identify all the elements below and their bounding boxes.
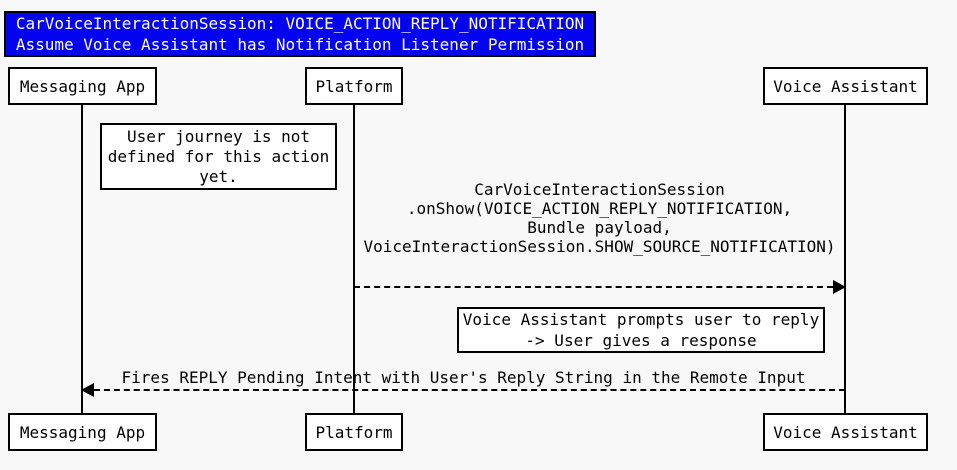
actor-bottom-messaging-app: Messaging App: [8, 413, 157, 451]
message-line: CarVoiceInteractionSession: [474, 180, 725, 199]
actor-label: Voice Assistant: [773, 76, 918, 96]
actor-label: Messaging App: [19, 422, 146, 442]
message-line: Bundle payload,: [527, 218, 672, 237]
note-line: User journey is not: [126, 126, 311, 146]
message-fires-reply-label: Fires REPLY Pending Intent with User's R…: [82, 368, 845, 387]
note-line: Voice Assistant prompts user to reply: [462, 310, 820, 329]
diagram-title-line-2: Assume Voice Assistant has Notification …: [15, 35, 585, 54]
note-line: yet.: [199, 166, 238, 186]
diagram-title-line-1: CarVoiceInteractionSession: VOICE_ACTION…: [15, 14, 585, 33]
actor-top-platform: Platform: [305, 67, 403, 105]
actor-top-voice-assistant: Voice Assistant: [763, 67, 928, 105]
note-line: -> User gives a response: [525, 331, 757, 350]
lifeline-platform: [353, 105, 355, 413]
actor-top-messaging-app: Messaging App: [8, 67, 157, 105]
actor-label: Platform: [315, 76, 393, 96]
message-line: VoiceInteractionSession.SHOW_SOURCE_NOTI…: [363, 237, 836, 256]
actor-label: Platform: [315, 422, 393, 442]
lifeline-voice-assistant: [844, 105, 846, 413]
message-line: Fires REPLY Pending Intent with User's R…: [121, 368, 806, 387]
message-line: .onShow(VOICE_ACTION_REPLY_NOTIFICATION,: [406, 199, 793, 218]
actor-bottom-platform: Platform: [305, 413, 403, 451]
lifeline-messaging-app: [81, 105, 83, 413]
message-onshow-label: CarVoiceInteractionSession .onShow(VOICE…: [354, 180, 845, 256]
note-line: defined for this action: [107, 146, 330, 166]
note-voice-assistant-prompt: Voice Assistant prompts user to reply ->…: [457, 307, 825, 353]
arrowhead-left-icon: [81, 383, 94, 397]
note-user-journey: User journey is not defined for this act…: [100, 123, 337, 190]
diagram-title: CarVoiceInteractionSession: VOICE_ACTION…: [4, 11, 596, 57]
arrowhead-right-icon: [833, 280, 846, 294]
actor-label: Voice Assistant: [773, 422, 918, 442]
message-fires-reply-arrow: [94, 389, 845, 391]
actor-bottom-voice-assistant: Voice Assistant: [763, 413, 928, 451]
actor-label: Messaging App: [19, 76, 146, 96]
message-onshow-arrow: [354, 286, 833, 288]
